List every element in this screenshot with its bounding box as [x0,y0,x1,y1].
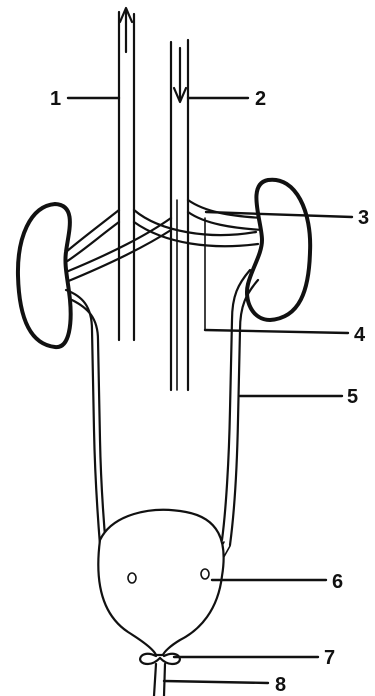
label-2: 2 [255,88,266,110]
label-5: 5 [347,386,358,408]
leader-8 [164,681,268,683]
leader-4 [205,330,348,333]
label-6: 6 [332,571,343,593]
urinary-bladder [98,510,223,655]
vessel-2-artery [171,40,188,390]
right-kidney [247,180,310,320]
left-kidney [18,204,71,347]
label-4: 4 [354,324,366,346]
label-1: 1 [50,88,61,110]
label-3: 3 [358,207,369,229]
vessel-1-vein [119,8,134,340]
label-7: 7 [324,647,335,669]
label-8: 8 [275,674,286,696]
